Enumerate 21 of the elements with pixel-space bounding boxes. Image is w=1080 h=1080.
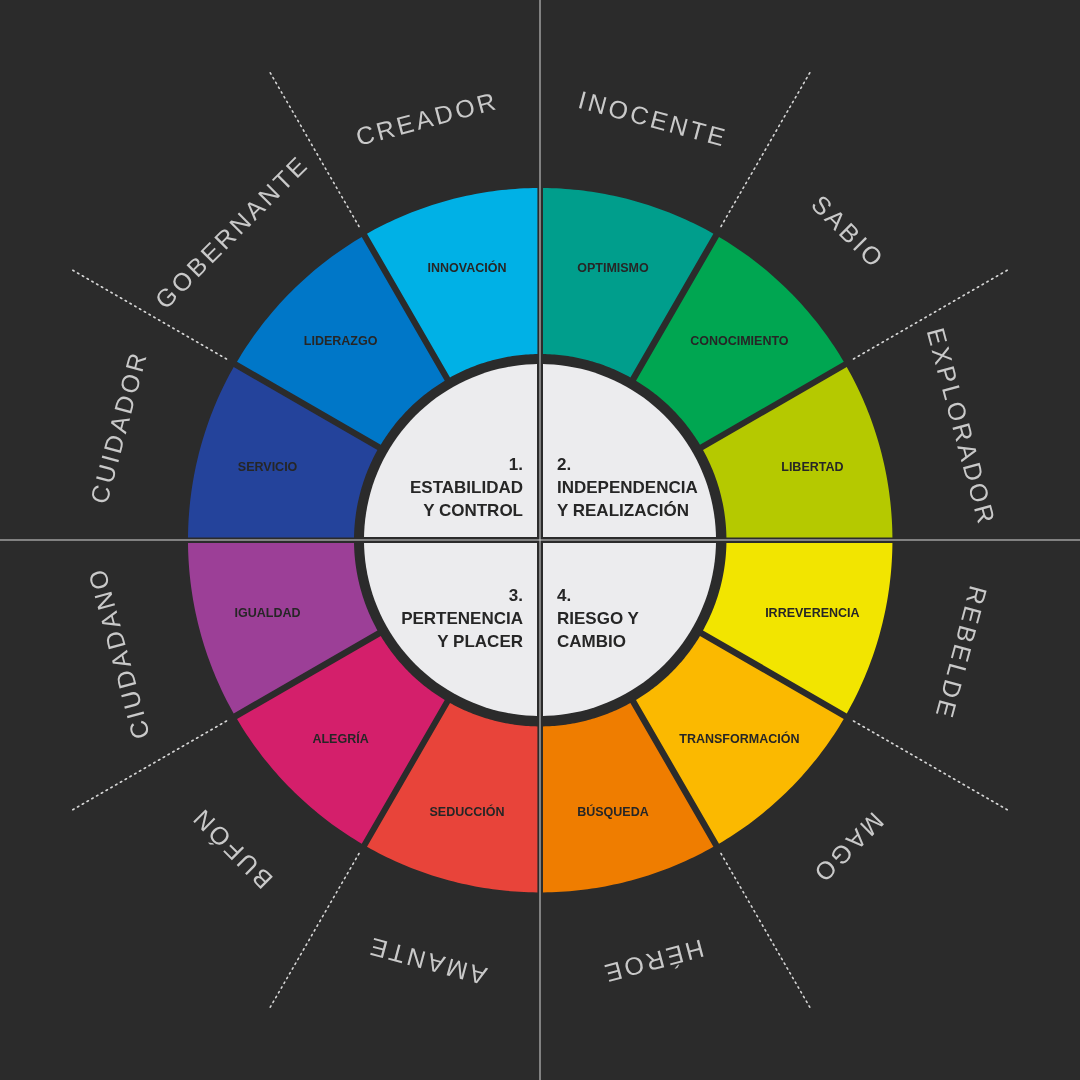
segment-label: IGUALDAD <box>234 606 301 620</box>
archetype-label: HÉROE <box>598 933 707 989</box>
segment-label: ALEGRÍA <box>312 732 369 747</box>
quadrant-number: 4. <box>557 585 572 607</box>
segment-label: CONOCIMIENTO <box>690 333 789 348</box>
segment-label: SERVICIO <box>237 460 298 474</box>
segment-label: OPTIMISMO <box>577 260 649 275</box>
quadrant-title: RIESGO Y CAMBIO <box>557 607 640 653</box>
segment-label: LIBERTAD <box>781 460 844 474</box>
segment-label: TRANSFORMACIÓN <box>679 732 800 747</box>
segment-label: LIDERAZGO <box>303 333 378 348</box>
segment-label: BÚSQUEDA <box>577 805 649 820</box>
quadrant-number: 1. <box>508 454 523 477</box>
quadrant-number: 3. <box>508 585 523 607</box>
segment-label: IRREVERENCIA <box>765 606 860 620</box>
segment-label: SEDUCCIÓN <box>429 805 505 820</box>
quadrant-number: 2. <box>557 454 572 477</box>
quadrant-title: INDEPENDENCIA Y REALIZACIÓN <box>557 477 699 523</box>
segment-label: INNOVACIÓN <box>427 260 507 275</box>
quadrant-title: ESTABILIDAD Y CONTROL <box>409 477 523 523</box>
quadrant-title: PERTENENCIA Y PLACER <box>400 607 523 653</box>
